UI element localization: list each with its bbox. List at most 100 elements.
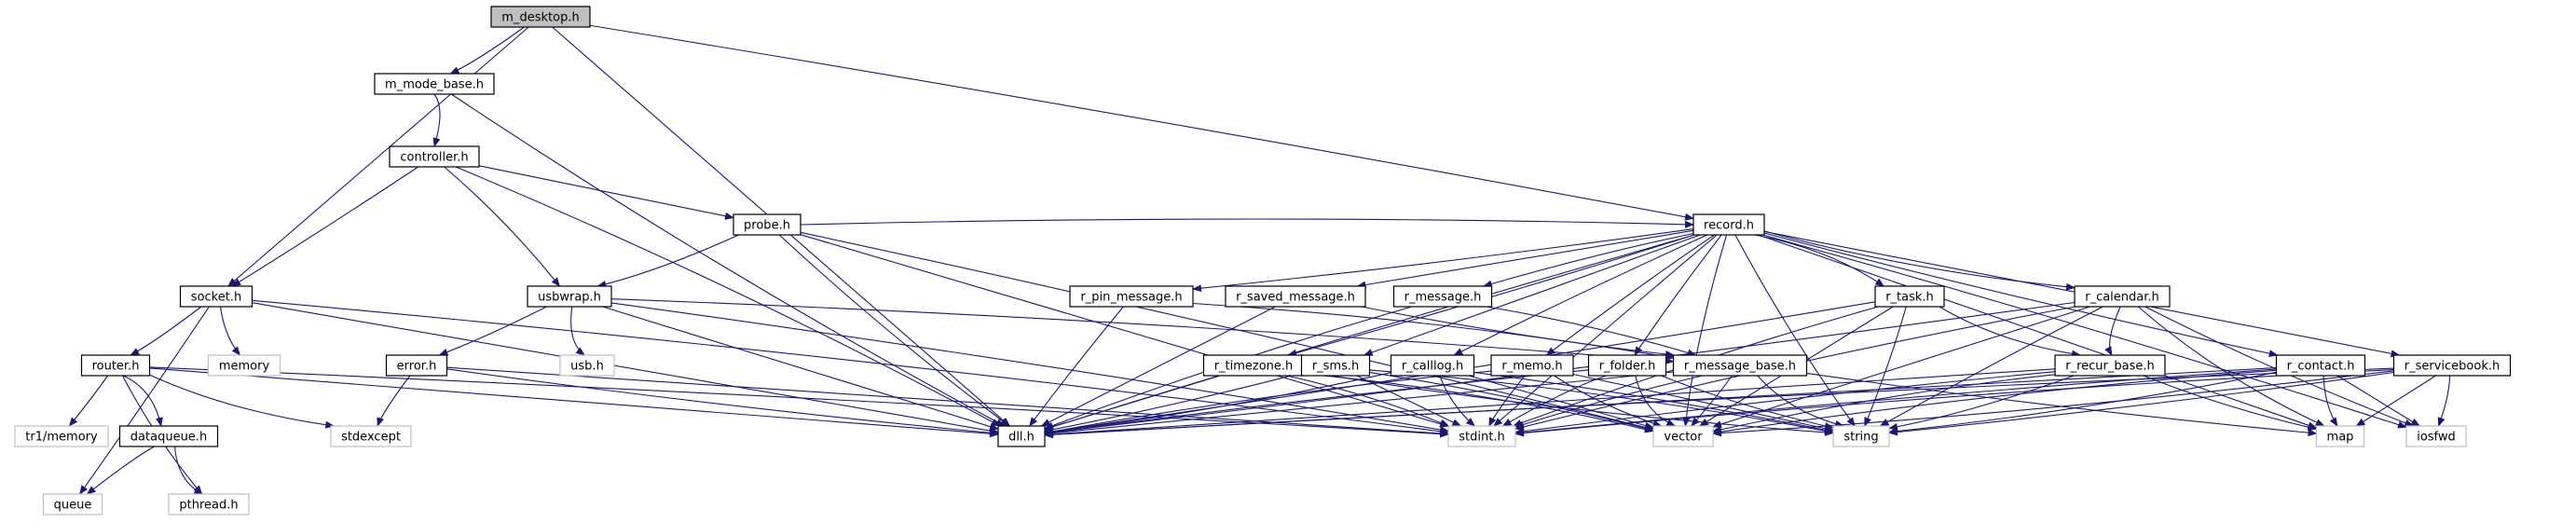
node-box bbox=[2275, 354, 2366, 377]
edge-r_servicebook_h-to-stdint_h bbox=[1514, 369, 2394, 437]
node-socket-h[interactable]: socket.h bbox=[179, 285, 253, 308]
edge-usbwrap_h-to-r_message_base_h bbox=[610, 298, 1675, 365]
node-r-memo-h[interactable]: r_memo.h bbox=[1490, 354, 1574, 377]
node-r-calendar-h[interactable]: r_calendar.h bbox=[2074, 285, 2171, 308]
edge-r_calllog_h-to-stdint_h bbox=[1439, 375, 1476, 427]
node-label: r_message.h bbox=[1404, 291, 1482, 305]
edge-r_recur_base_h-to-vector bbox=[1712, 374, 2056, 433]
edge-r_recur_base_h-to-string bbox=[1888, 375, 2075, 431]
node-router-h[interactable]: router.h bbox=[80, 354, 151, 377]
node-error-h[interactable]: error.h bbox=[385, 354, 448, 377]
edge-r_timezone_h-to-stdint_h bbox=[1286, 375, 1450, 427]
edge-r_timezone_h-to-vector bbox=[1303, 373, 1654, 433]
node-r-recur-base-h[interactable]: r_recur_base.h bbox=[2054, 354, 2166, 377]
node-m-mode-base-h[interactable]: m_mode_base.h bbox=[374, 73, 495, 95]
node-stdint-h: stdint.h bbox=[1447, 425, 1516, 447]
node-r-message-h[interactable]: r_message.h bbox=[1392, 285, 1493, 308]
node-label: r_contact.h bbox=[2287, 360, 2355, 374]
node-box bbox=[42, 493, 103, 515]
node-box bbox=[1300, 354, 1371, 377]
node-probe-h[interactable]: probe.h bbox=[733, 213, 802, 236]
node-box bbox=[2054, 354, 2166, 377]
edge-r_pin_message_h-to-dll_h bbox=[1029, 306, 1124, 427]
node-box bbox=[1225, 285, 1366, 308]
edge-r_message_base_h-to-string bbox=[1757, 375, 1845, 428]
node-r-task-h[interactable]: r_task.h bbox=[1874, 285, 1945, 308]
node-label: dll.h bbox=[1008, 431, 1035, 445]
node-box bbox=[1652, 425, 1714, 447]
edge-r_sms_h-to-stdint_h bbox=[1356, 375, 1462, 427]
edge-controller_h-to-socket_h bbox=[231, 166, 419, 287]
edge-controller_h-to-dll_h bbox=[455, 166, 1001, 427]
node-label: router.h bbox=[92, 360, 140, 374]
edge-r_contact_h-to-iosfwd bbox=[2336, 375, 2420, 427]
node-r-sms-h[interactable]: r_sms.h bbox=[1300, 354, 1371, 377]
node-controller-h[interactable]: controller.h bbox=[389, 145, 480, 168]
node-label: stdexcept bbox=[341, 431, 401, 445]
node-layer: m_desktop.h m_mode_base.h controller.h prob… bbox=[14, 6, 2512, 515]
edge-r_recur_base_h-to-dll_h bbox=[1044, 368, 2056, 438]
node-record-h[interactable]: record.h bbox=[1692, 213, 1765, 236]
edge-r_folder_h-to-dll_h bbox=[1044, 369, 1589, 436]
node-string: string bbox=[1832, 425, 1890, 447]
edge-r_folder_h-to-vector bbox=[1635, 375, 1677, 427]
edge-dataqueue_h-to-pthread_h bbox=[173, 446, 204, 495]
node-box bbox=[490, 6, 591, 28]
node-box bbox=[997, 425, 1046, 447]
node-r-saved-message-h[interactable]: r_saved_message.h bbox=[1225, 285, 1366, 308]
node-box bbox=[374, 73, 495, 95]
node-dataqueue-h[interactable]: dataqueue.h bbox=[118, 425, 219, 447]
edge-r_sms_h-to-dll_h bbox=[1044, 372, 1302, 433]
node-r-timezone-h[interactable]: r_timezone.h bbox=[1202, 354, 1305, 377]
node-label: r_folder.h bbox=[1599, 360, 1656, 374]
edge-record_h-to-r_folder_h bbox=[1634, 234, 1722, 356]
edge-record_h-to-r_saved_message_h bbox=[1356, 229, 1694, 289]
node-label: probe.h bbox=[744, 219, 790, 233]
edge-r_memo_h-to-stdint_h bbox=[1488, 375, 1526, 427]
edge-r_contact_h-to-string bbox=[1888, 371, 2277, 435]
edge-m_desktop_h-to-socket_h bbox=[227, 26, 529, 287]
node-dll-h[interactable]: dll.h bbox=[997, 425, 1046, 447]
node-r-calllog-h[interactable]: r_calllog.h bbox=[1390, 354, 1475, 377]
node-label: r_sms.h bbox=[1312, 360, 1359, 374]
edge-socket_h-to-queue bbox=[79, 306, 210, 495]
node-label: dataqueue.h bbox=[130, 431, 207, 445]
node-r-servicebook-h[interactable]: r_servicebook.h bbox=[2392, 354, 2512, 377]
node-m-desktop-h[interactable]: m_desktop.h bbox=[490, 6, 591, 28]
node-r-pin-message-h[interactable]: r_pin_message.h bbox=[1069, 285, 1194, 308]
node-box bbox=[1874, 285, 1945, 308]
node-pthread-h: pthread.h bbox=[168, 493, 250, 515]
edge-m_desktop_h-to-record_h bbox=[589, 24, 1694, 221]
edge-router_h-to-dll_h bbox=[149, 367, 999, 438]
node-label: m_desktop.h bbox=[501, 11, 579, 25]
edge-r_servicebook_h-to-dll_h bbox=[1044, 367, 2394, 439]
node-box bbox=[2405, 425, 2467, 447]
edge-socket_h-to-dll_h bbox=[252, 302, 999, 435]
node-label: pthread.h bbox=[179, 499, 238, 513]
node-usbwrap-h[interactable]: usbwrap.h bbox=[527, 285, 612, 308]
node-label: r_pin_message.h bbox=[1080, 291, 1182, 305]
edge-record_h-to-r_message_h bbox=[1482, 232, 1694, 288]
edge-usbwrap_h-to-error_h bbox=[438, 306, 547, 356]
edge-controller_h-to-usbwrap_h bbox=[444, 166, 561, 287]
edge-r_calendar_h-to-map bbox=[2137, 306, 2325, 427]
node-iosfwd: iosfwd bbox=[2405, 425, 2467, 447]
node-label: m_mode_base.h bbox=[385, 78, 484, 92]
node-box bbox=[1392, 285, 1493, 308]
node-r-message-base-h[interactable]: r_message_base.h bbox=[1672, 354, 1808, 377]
edge-r_recur_base_h-to-stdint_h bbox=[1514, 371, 2056, 435]
node-box bbox=[1672, 354, 1808, 377]
node-box bbox=[80, 354, 151, 377]
edge-record_h-to-vector bbox=[1682, 234, 1728, 427]
edge-probe_h-to-usbwrap_h bbox=[596, 234, 739, 288]
node-r-folder-h[interactable]: r_folder.h bbox=[1587, 354, 1667, 377]
edge-router_h-to-dataqueue_h bbox=[123, 375, 163, 427]
node-label: socket.h bbox=[191, 291, 241, 305]
edge-record_h-to-r_sms_h bbox=[1363, 234, 1701, 356]
node-box bbox=[1390, 354, 1475, 377]
node-r-contact-h[interactable]: r_contact.h bbox=[2275, 354, 2366, 377]
node-box bbox=[2392, 354, 2512, 377]
node-label: tr1/memory bbox=[25, 431, 98, 445]
node-box bbox=[179, 285, 253, 308]
